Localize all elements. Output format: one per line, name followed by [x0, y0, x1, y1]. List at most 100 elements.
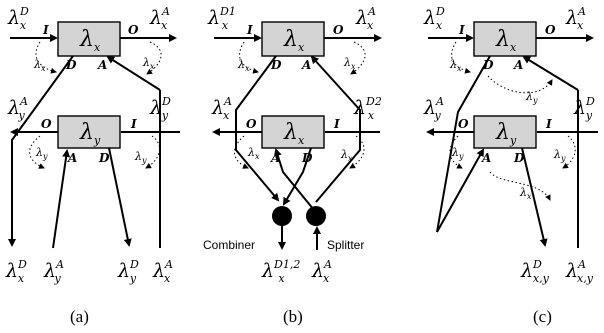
splitter-dot	[306, 206, 326, 226]
curve-a-1	[35, 41, 57, 74]
port-a-top-add: A	[97, 58, 107, 72]
curve-c-5	[489, 171, 551, 201]
port-c-top-out: O	[545, 23, 556, 37]
port-a-top-out: O	[128, 23, 139, 37]
curve-a-label-2: λx	[142, 56, 155, 71]
port-b-bot-add: A	[270, 151, 280, 165]
caption-a: (a)	[70, 307, 89, 326]
port-a-bot-drop: D	[98, 151, 110, 165]
curve-c-label-3: λy	[451, 146, 464, 161]
curve-a-3	[29, 135, 45, 169]
wire-c-drop	[436, 55, 491, 233]
device-bottom-a-label: λy	[79, 120, 101, 147]
curve-c-label-2: λy	[525, 90, 538, 105]
curve-b-4	[349, 135, 365, 169]
port-c-bot-add: A	[481, 151, 491, 165]
port-a-bot-out: O	[41, 117, 52, 131]
device-top-a	[57, 21, 121, 57]
wire-a-add-x-2	[106, 55, 161, 91]
wire-a-add-y	[52, 149, 71, 249]
port-a-bot-add: A	[67, 151, 77, 165]
port-b-top-in: I	[246, 23, 253, 37]
curve-c-label-5: λx	[519, 186, 532, 201]
port-b-top-add: A	[301, 58, 311, 72]
wire-b-add2	[274, 148, 315, 211]
curve-b-1	[239, 41, 259, 74]
curve-c-2	[487, 75, 553, 94]
wire-a-drop-y	[108, 147, 132, 247]
port-c-top-in: I	[458, 23, 465, 37]
curve-c-label-1: λx	[449, 58, 462, 73]
curve-b-label-3: λx	[247, 146, 260, 161]
wire-b-drop1	[235, 55, 280, 202]
curve-c-3	[449, 135, 463, 169]
curve-c-label-4: λy	[553, 148, 566, 163]
curve-a-label-4: λy	[134, 150, 147, 165]
curve-a-2	[146, 41, 162, 75]
curve-c-1	[451, 41, 471, 74]
wire-b-add1	[310, 55, 361, 203]
wire-b-drop2	[282, 147, 312, 206]
port-c-top-add: A	[513, 58, 523, 72]
curve-b-label-2: λx	[343, 56, 356, 71]
curve-a-label-3: λy	[35, 146, 48, 161]
splitter-label: Splitter	[327, 238, 364, 252]
curve-b-label-1: λx	[237, 58, 250, 73]
combiner-dot	[272, 206, 292, 226]
device-bottom-b-label: λx	[283, 120, 305, 147]
wire-c-drop-out	[521, 147, 548, 247]
curve-c-4	[562, 135, 576, 169]
port-c-bot-out: O	[458, 117, 469, 131]
device-top-a-label: λx	[79, 27, 101, 54]
device-bottom-b	[261, 115, 325, 149]
device-bottom-c	[473, 115, 537, 149]
caption-b: (b)	[283, 307, 303, 326]
port-b-bot-in: I	[333, 117, 340, 131]
combiner-label: Combiner	[203, 238, 255, 252]
device-bottom-c-label: λy	[495, 120, 517, 147]
panel-b: λx I O D A λx O I A D Combiner Splitter	[203, 5, 382, 326]
port-b-bot-out: O	[246, 117, 257, 131]
curve-a-label-1: λx	[33, 58, 46, 73]
curve-b-label-4: λx	[340, 148, 353, 163]
device-top-c-label: λx	[495, 27, 517, 54]
device-top-c	[473, 21, 537, 57]
wire-c-add-in-2	[522, 55, 579, 91]
port-b-top-out: O	[333, 23, 344, 37]
port-c-top-drop: D	[482, 58, 494, 72]
wire-a-drop-x	[8, 55, 74, 247]
curve-b-2	[350, 41, 366, 75]
curve-a-4	[145, 135, 161, 169]
port-a-top-in: I	[42, 23, 49, 37]
caption-c: (c)	[533, 307, 552, 326]
port-c-bot-drop: D	[513, 151, 525, 165]
device-top-b	[261, 21, 325, 57]
port-c-bot-in: I	[545, 117, 552, 131]
port-a-bot-in: I	[130, 117, 137, 131]
curve-b-3	[234, 135, 249, 169]
device-top-b-label: λx	[283, 27, 305, 54]
